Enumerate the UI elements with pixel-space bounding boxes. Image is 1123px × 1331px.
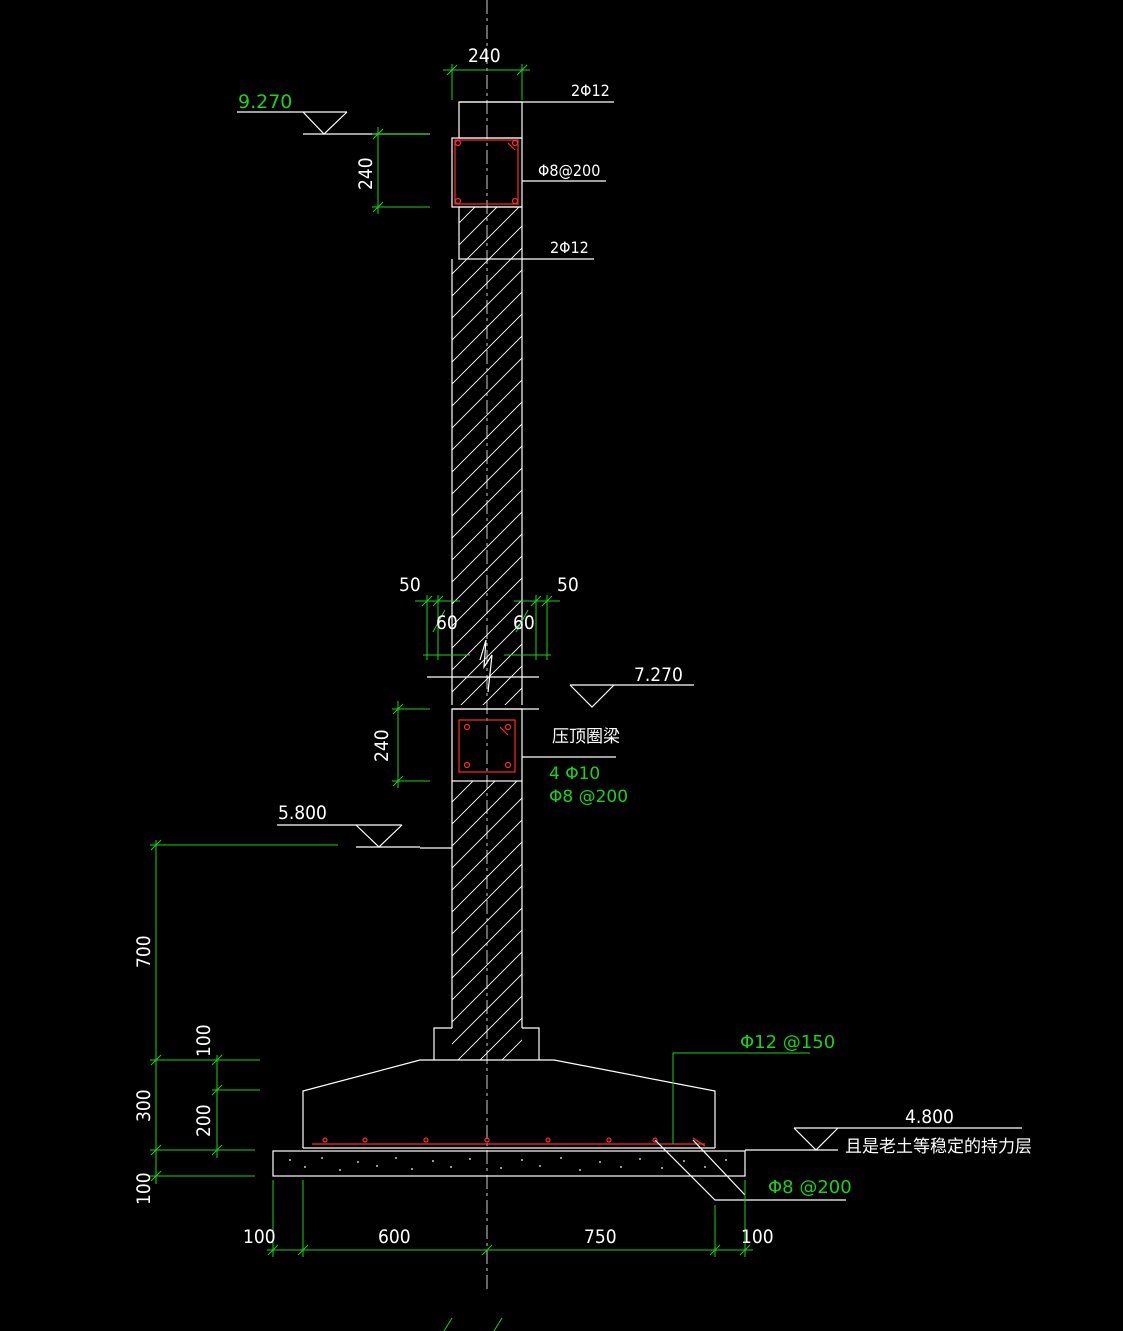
gravel-dots [289, 1157, 727, 1171]
dim-base-left: 600 [378, 1226, 411, 1248]
dim-base-right: 750 [584, 1226, 617, 1248]
footing [272, 1052, 846, 1201]
elevation-top: 9.270 [238, 91, 292, 113]
dim-base-left-ext: 100 [243, 1226, 276, 1248]
dimensions: 240 240 240 50 50 60 60 [133, 45, 774, 1257]
top-beam [451, 101, 614, 260]
label-ring-beam-stirrup: Φ8 @200 [549, 787, 628, 807]
label-top-bars-lower: 2Φ12 [550, 238, 589, 257]
section-mark [443, 1317, 503, 1331]
dim-right-step: 60 [513, 612, 535, 634]
wall-lower [420, 781, 540, 1060]
rebar-labels: 2Φ12 Φ8@200 2Φ12 压顶圈梁 4 Φ10 Φ8 @200 Φ12 … [538, 81, 1032, 1198]
dim-height-100-bottom: 100 [133, 1172, 155, 1205]
dim-top-beam-height: 240 [355, 157, 377, 190]
dim-left-offset: 50 [399, 574, 421, 596]
label-top-stirrup: Φ8@200 [538, 161, 600, 180]
dim-height-100-top: 100 [193, 1024, 215, 1057]
dim-right-offset: 50 [557, 574, 579, 596]
label-ring-beam-name: 压顶圈梁 [552, 727, 620, 747]
elevation-marker-mid: 7.270 [569, 664, 694, 708]
elevation-marker-foundation: 4.800 [745, 1106, 1022, 1151]
dim-height-200: 200 [193, 1104, 215, 1137]
dim-height-700: 700 [133, 935, 155, 968]
wall-upper [427, 259, 539, 710]
label-top-bars-upper: 2Φ12 [571, 81, 610, 100]
label-footing-dist: Φ8 @200 [768, 1177, 852, 1198]
elevation-mid: 7.270 [634, 664, 683, 686]
dim-left-step: 60 [436, 612, 458, 634]
elevation-marker-ground: 5.800 [277, 802, 420, 848]
label-footing-bars: Φ12 @150 [740, 1032, 835, 1053]
elevation-foundation: 4.800 [905, 1106, 954, 1128]
dim-height-300: 300 [133, 1089, 155, 1122]
elevation-ground: 5.800 [278, 802, 327, 824]
label-ring-beam-bars: 4 Φ10 [549, 764, 600, 784]
dim-ring-beam-height: 240 [371, 729, 393, 762]
elevation-marker-top: 9.270 [237, 91, 430, 135]
label-bearing-layer: 且是老土等稳定的持力层 [845, 1137, 1032, 1157]
dim-wall-width: 240 [468, 45, 501, 67]
dim-base-right-ext: 100 [741, 1226, 774, 1248]
